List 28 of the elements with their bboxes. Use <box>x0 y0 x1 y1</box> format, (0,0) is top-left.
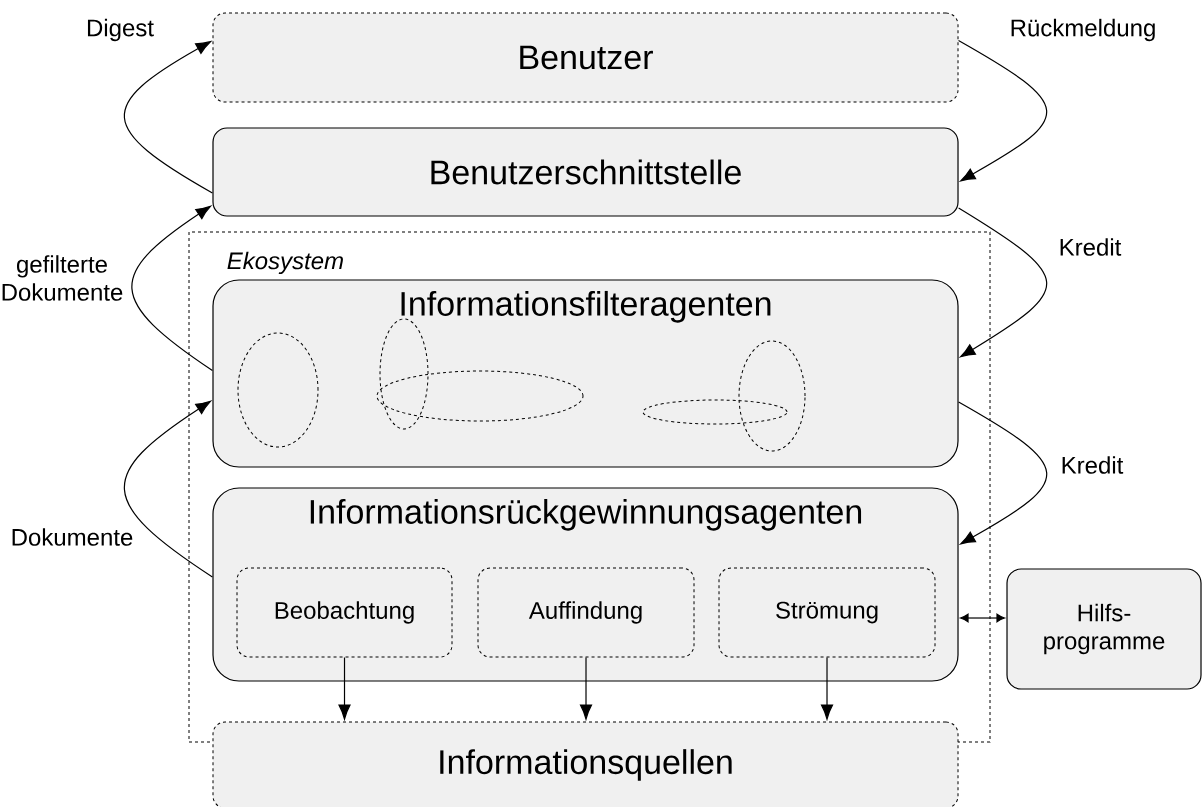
rounded-box: Informationsfilteragenten <box>212 279 959 468</box>
dashed-box: Informationsquellen <box>212 721 959 807</box>
arrow <box>338 656 351 720</box>
edge-label: Kredit <box>1062 456 1124 474</box>
arrow <box>958 207 1048 358</box>
rounded-box: Benutzerschnittstelle <box>212 127 959 217</box>
dashed-box: Strömung <box>718 567 936 658</box>
edge-label: Kredit <box>1060 238 1122 256</box>
arrow <box>957 39 1048 182</box>
arrow <box>123 41 213 194</box>
arrow <box>123 400 213 578</box>
edge-label: Rückmeldung <box>1011 18 1155 42</box>
dashed-ellipse <box>376 370 584 422</box>
dashed-ellipse <box>237 332 319 448</box>
edge-label: Digest <box>87 18 154 42</box>
arrow <box>820 656 834 720</box>
dashed-box: Auffindung <box>477 567 695 658</box>
edge-label: gefilterte Dokumente <box>2 255 123 301</box>
dashed-box: Benutzer <box>212 12 959 103</box>
dashed-box: Beobachtung <box>236 567 453 658</box>
arrow <box>131 205 213 372</box>
arrow <box>579 656 593 720</box>
arrow <box>959 613 1006 623</box>
dashed-ellipse <box>738 340 806 452</box>
dashed-ellipse <box>642 399 788 425</box>
arrow <box>958 401 1048 545</box>
rounded-box: Hilfs- programme <box>1006 568 1202 690</box>
edge-label: Dokumente <box>12 528 133 546</box>
